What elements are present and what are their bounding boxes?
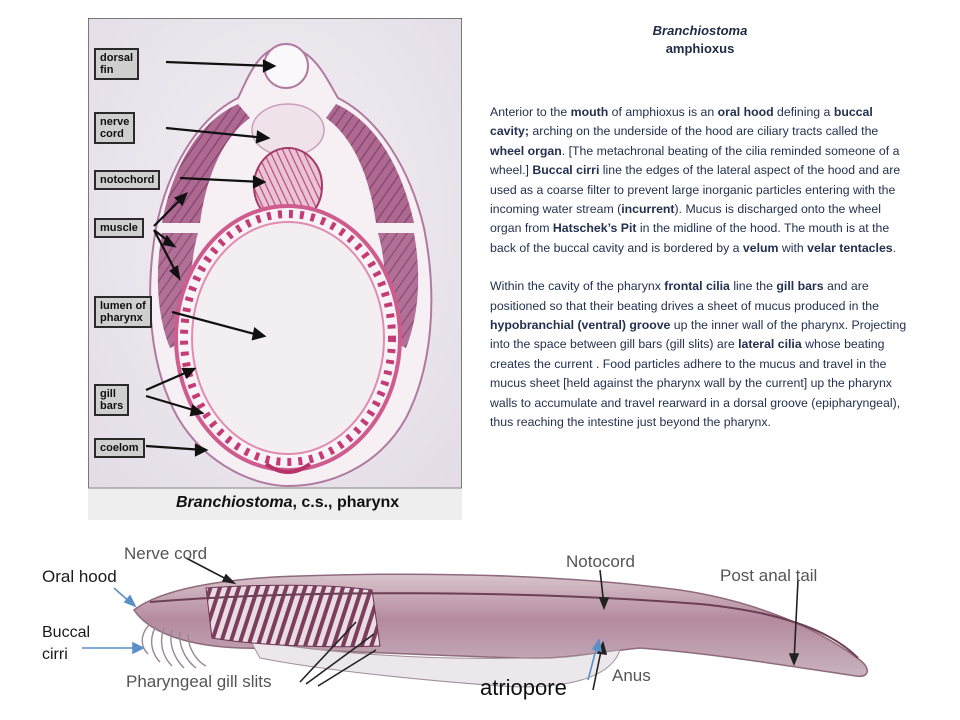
lumen-of-pharynx-label: lumen of pharynx [94, 296, 152, 328]
gill-bars-label: gill bars [94, 384, 130, 416]
bold-term: gill bars [776, 279, 824, 294]
lateral-illustration [82, 557, 868, 691]
oral-hood-label: Oral hood [42, 567, 117, 586]
text-run: defining a [773, 105, 834, 119]
bold-term: oral hood [717, 105, 774, 119]
text-run: of amphioxus is an [608, 105, 718, 119]
muscle-label: muscle [94, 218, 144, 238]
gill-slits-annotation: Pharyngeal gill slits [126, 672, 272, 691]
anus-annotation: Anus [612, 666, 651, 685]
cross-section-figure: dorsal fin nerve cord notochord muscle l… [88, 18, 462, 520]
dorsal-fin-label: dorsal fin [94, 48, 140, 80]
cross-section-caption: Branchiostoma, c.s., pharynx [176, 494, 399, 512]
text-run: and are positioned so that their beating… [490, 279, 879, 313]
bold-term: mouth [570, 105, 609, 119]
body-text: Anterior to the mouth of amphioxus is an… [490, 103, 910, 452]
page-title: Branchiostoma amphioxus [600, 22, 800, 58]
atriopore-label: atriopore [480, 675, 567, 700]
bold-term: Buccal cirri [532, 163, 600, 178]
bold-term: Hatschek’s Pit [552, 221, 637, 236]
title-species: Branchiostoma [652, 23, 748, 38]
coelom-label: coelom [94, 438, 145, 458]
text-run: ). Mucus is discharged onto the wheel or… [490, 202, 881, 236]
nerve-cord-label: nerve cord [94, 112, 136, 144]
bold-term: incurrent [621, 202, 675, 217]
text-run: up the inner wall of the pharynx. Projec… [490, 318, 907, 352]
text-run: whose beating creates the current . Food… [490, 337, 901, 430]
text-run: . [The metachronal beating of the cilia … [490, 143, 900, 178]
text-run: . [892, 240, 897, 255]
paragraph-pharynx: Within the cavity of the pharynx frontal… [490, 277, 910, 432]
text-run: in the midline of the hood. The mouth is… [490, 221, 890, 255]
text-run: Within the cavity of the pharynx [490, 279, 665, 294]
notochord-label: notochord [94, 170, 161, 190]
text-run: with [778, 240, 808, 255]
bold-term: velum [742, 240, 779, 255]
bold-term: frontal cilia [664, 279, 730, 294]
title-common-name: amphioxus [665, 41, 735, 56]
caption-rest: , c.s., pharynx [292, 494, 400, 511]
bold-term: hypobranchial (ventral) groove [490, 318, 671, 333]
text-run: line the [729, 279, 777, 294]
buccal-cirri-label: Buccal cirri [42, 624, 91, 663]
text-run: line the edges of the lateral aspect of … [490, 163, 901, 217]
paragraph-oral-hood: Anterior to the mouth of amphioxus is an… [490, 103, 910, 258]
caption-genus: Branchiostoma [176, 494, 293, 511]
cross-section-illustration [88, 18, 462, 520]
nerve-cord-annotation: Nerve cord [124, 544, 208, 563]
lateral-view-figure: Nerve cord Notocord Post anal tail Phary… [0, 530, 960, 720]
bold-term: wheel organ [490, 143, 562, 158]
notocord-annotation: Notocord [566, 552, 635, 571]
bold-term: buccal cavity; [490, 105, 873, 139]
bold-term: lateral cilia [738, 337, 802, 352]
text-run: Anterior to the [490, 105, 571, 119]
text-run: arching on the underside of the hood are… [528, 124, 879, 139]
post-anal-tail-annotation: Post anal tail [720, 566, 818, 585]
bold-term: velar tentacles [807, 240, 893, 255]
